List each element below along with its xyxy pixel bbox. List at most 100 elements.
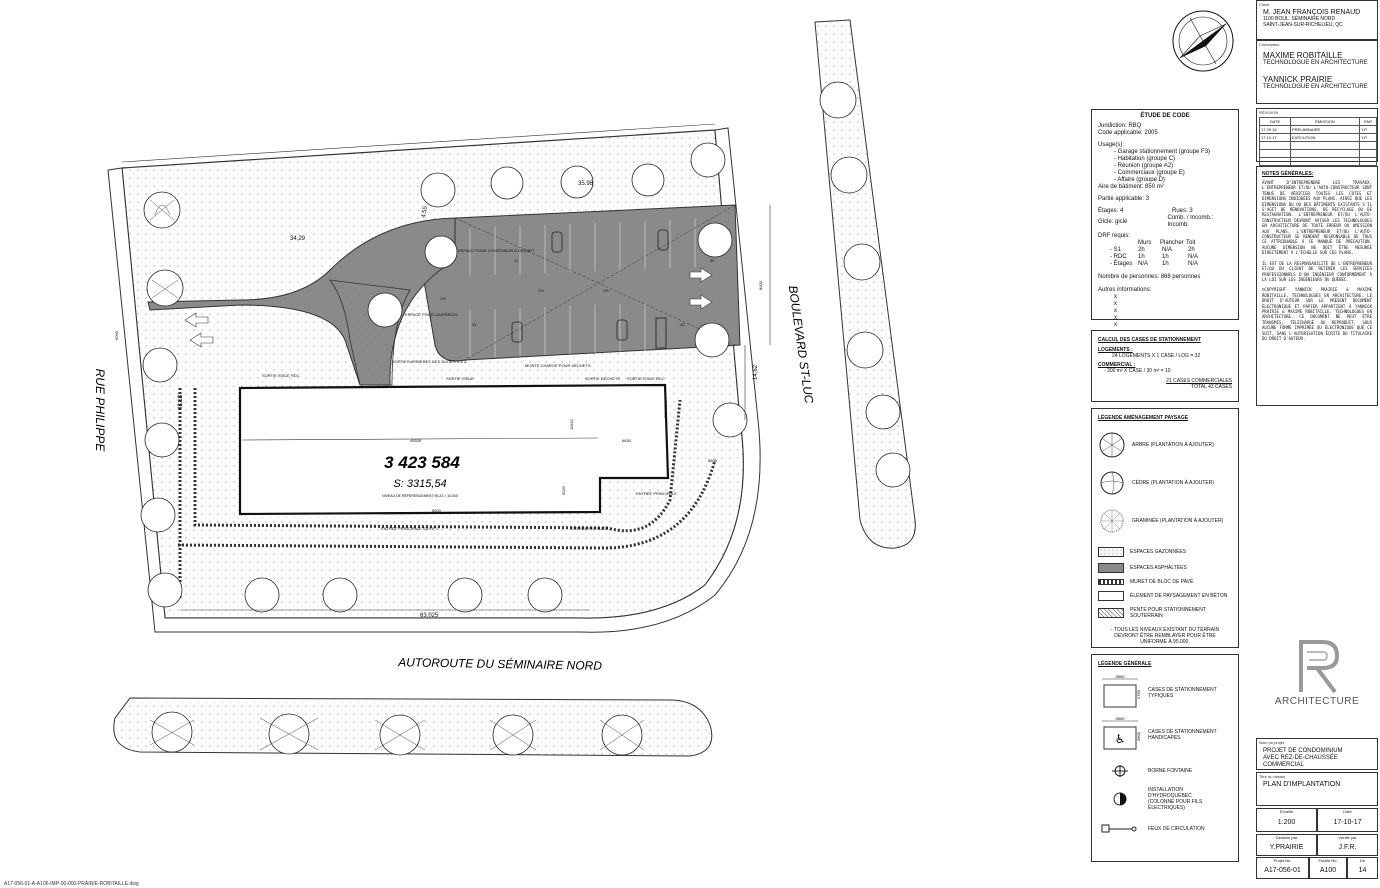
label-emergency-exits: SORTIES ARRIÈRES DES SUITES 1 & 2 [392, 359, 467, 364]
legend-tree: ARBRE (PLANTATION À AJOUTER) [1132, 442, 1214, 448]
legend-wall: MURET DE BLOC DE PAVÉ [1130, 579, 1194, 585]
revisions-box: RÉVISION DATE ÉMISSION PAR 17 09 15 PRÉL… [1256, 108, 1378, 166]
company-logo: ARCHITECTURE [1256, 630, 1378, 712]
code-usage-title: Usage(s): [1098, 142, 1125, 148]
typical-stall-icon: 5500 2750 [1102, 675, 1141, 708]
label-exit-rdc: SORTIE ISSUE RDC [262, 373, 300, 378]
sheet-count-value: 14 [1358, 867, 1367, 874]
drf-cell: - Étages [1110, 261, 1133, 267]
rev-date: 17 09 15 [1259, 125, 1291, 134]
date-box: Date 17-10-17 [1317, 808, 1378, 832]
slope-swatch [1098, 608, 1124, 618]
stall-num-21: 21 [514, 258, 519, 263]
sidewalk-outer [107, 127, 761, 633]
date-value: 17-10-17 [1333, 819, 1362, 826]
stall-num-30: 30 [710, 258, 715, 263]
label-entry-1: ENTRÉE PRINCIPALE SUITE 1 [381, 526, 439, 531]
tree [142, 347, 178, 383]
pr-logo-icon [1299, 640, 1340, 694]
dim-stall-h-2: 3900 [1136, 731, 1141, 741]
tree [244, 577, 280, 613]
parking-calc-panel: CALCUL DES CASES DE STATIONNEMENT LOGEME… [1091, 330, 1239, 402]
dim-south: 63,025 [420, 613, 439, 619]
label-garbage: ESPACE POUR LAVERSION [405, 312, 457, 317]
drf-cell: 1h [1162, 254, 1169, 260]
label-entry-2: ENTRÉE PR. SUITE 2 [571, 526, 612, 531]
drf-cell: 2h [1138, 247, 1145, 253]
hydrant-icon [1112, 765, 1128, 777]
landscape-legend-title: LÉGENDE AMÉNAGEMENT PAYSAGE [1098, 415, 1189, 421]
designer-1-name: MAXIME ROBITAILLE [1263, 51, 1343, 60]
legend-stall-typical: CASES DE STATIONNEMENT TYPIQUES [1148, 687, 1217, 699]
tree [447, 577, 483, 613]
legend-hydrant: BORNE FONTAINE [1148, 768, 1193, 774]
tree [146, 269, 184, 307]
drawing-label: Titre du dessin [1259, 774, 1286, 779]
tree [865, 394, 901, 430]
dim-north: 35,98 [578, 181, 594, 187]
label-freight: MONTE CHARGE POUR DÉCHETS [525, 363, 591, 368]
tree [367, 292, 403, 328]
dim-building-right: 6830 [622, 438, 632, 443]
concrete-swatch [1098, 591, 1124, 601]
parking-total: TOTAL 43 CASES [1191, 384, 1232, 390]
client-label: Client [1259, 2, 1270, 7]
usage-item: - Habitation (groupe C) [1114, 156, 1176, 162]
code-comb: Comb. / Incomb.: Incomb. [1167, 215, 1214, 228]
drf-cell: N/A [1138, 261, 1149, 267]
stall-num-34: 34 [472, 322, 477, 327]
logo-word: ARCHITECTURE [1274, 696, 1360, 707]
checked-by-box: Vérifié par J.F.R. [1317, 834, 1378, 856]
project-no-label: Projet No. [1273, 858, 1292, 863]
site-plan: 3 423 584 S: 3315,54 NIVEAU DE RÉFÉRENCE… [4, 19, 916, 887]
general-legend-panel: LÉGENDE GÉNÉRALE 5500 2750 CASES DE STAT… [1091, 654, 1239, 862]
tree [830, 156, 868, 194]
dim-building-width: 45530 [410, 438, 422, 443]
tree [819, 81, 857, 119]
dim-entry-2: 8500 [432, 508, 442, 513]
parking-l1: 24 LOGEMENTS X 1 CASE / LOG = 32 [1112, 353, 1201, 359]
project-line2: AVEC REZ-DE-CHAUSSÉE COMMERCIAL [1263, 755, 1338, 768]
label-entry-main: ENTRÉE PRINCIPALE [636, 491, 677, 496]
client-address1: 1100 BOUL. SÉMINAIRE NORD [1263, 16, 1336, 22]
stall-num-43: 43 [680, 322, 685, 327]
tree [322, 577, 358, 613]
code-area: Aire de bâtiment: 850 m² [1098, 184, 1164, 190]
rev-by: Y.P. [1359, 125, 1377, 134]
tree [424, 235, 458, 269]
file-path: A17-056-01-A-A106-IMP-00-000-PRAIRIE-ROB… [4, 881, 139, 887]
legend-concrete: ÉLÉMENT DE PAYSAGEMENT EN BÉTON [1130, 593, 1228, 599]
tree [875, 452, 911, 488]
dim-corner: 4,55 [421, 205, 429, 218]
tree [846, 331, 884, 369]
drf-cell: 2h [1188, 247, 1195, 253]
lot-area: S: 3315,54 [393, 478, 446, 490]
tree [712, 402, 748, 438]
tree [147, 572, 183, 608]
notes-title: NOTES GÉNÉRALES: [1262, 171, 1314, 177]
tree [490, 166, 524, 200]
lot-number: 3 423 584 [384, 453, 460, 472]
legend-stall-hc: CASES DE STATIONNEMENT HANDICAPÉS [1148, 729, 1217, 741]
dim-building-depth: 11642 [569, 418, 574, 430]
cedar-symbol-icon [1100, 471, 1124, 495]
drawing-title-box: Titre du dessin PLAN D'IMPLANTATION [1256, 772, 1378, 806]
rev-date: 17 10 17 [1259, 133, 1291, 142]
rev-by: Y.P. [1359, 133, 1377, 142]
drawn-by-label: Dessiné par [1275, 835, 1298, 840]
legend-asphalt: ESPACES ASPHALTÉES [1130, 565, 1187, 571]
code-sprinkler: Gicle: giclé [1098, 218, 1128, 225]
code-floors: Étages: 4 [1098, 208, 1124, 214]
drf-head: Toit [1186, 240, 1196, 246]
parking-l1-head: LOGEMENTS : [1098, 347, 1133, 353]
revisions-label: RÉVISION [1259, 110, 1279, 115]
tree [690, 142, 726, 178]
client-box: Client M. JEAN FRANÇOIS RENAUD 1100 BOUL… [1256, 0, 1378, 40]
drf-cell: - RDC [1110, 254, 1127, 260]
legend-light: FEUX DE CIRCULATION [1148, 826, 1205, 832]
code-applicable: Code applicable: 2005 [1098, 130, 1158, 136]
legend-cedar: CÈDRE (PLANTATION À AJOUTER) [1132, 480, 1215, 486]
project-label: Nom du projet [1259, 740, 1285, 745]
traffic-light-icon [1101, 824, 1137, 833]
designer-2-name: YANNICK PRAIRIE [1263, 75, 1333, 84]
